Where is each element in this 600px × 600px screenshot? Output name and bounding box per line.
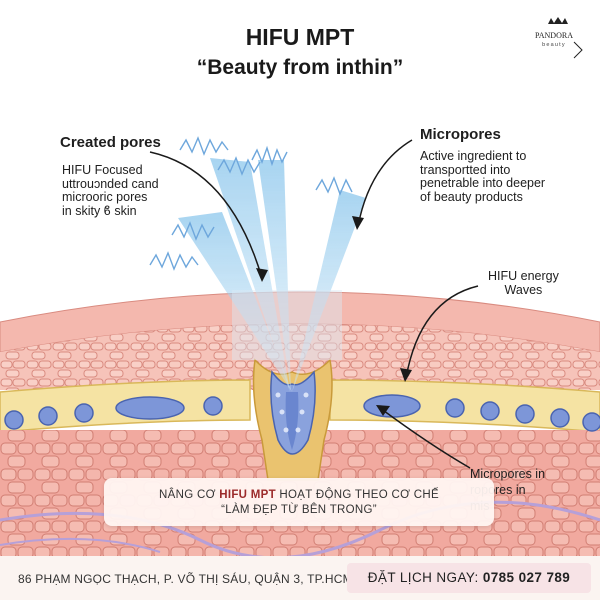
pointer-arrows (149, 139, 479, 469)
beam (178, 212, 292, 392)
booking-phone[interactable]: 0785 027 789 (482, 570, 571, 585)
address: 86 PHẠM NGỌC THẠCH, P. VÕ THỊ SÁU, QUẬN … (18, 572, 353, 586)
caption-box: NÂNG CƠ HIFU MPT HOẠT ĐỘNG THEO CƠ CHẾ “… (104, 478, 494, 526)
skin-epidermis (0, 324, 600, 390)
caption-suffix: HOẠT ĐỘNG THEO CƠ CHẾ (275, 489, 439, 501)
created-pores-body: HIFU Focused uttrouɔnded cand microoric … (62, 163, 159, 218)
follicle-dots (275, 392, 309, 433)
logo-brand: PANDORA (535, 31, 573, 40)
title-line-2: “Beauty from inthin” (196, 56, 404, 79)
caption-highlight: HIFU MPT (219, 489, 276, 501)
booking-button[interactable]: ĐẶT LỊCH NGAY: 0785 027 789 (347, 563, 591, 593)
logo-sub: beauty (542, 42, 566, 48)
pore-row-left (4, 396, 223, 430)
caption-line-2: “LÀM ĐẸP TỪ BÊN TRONG” (221, 504, 377, 516)
ultrasound-waves (149, 136, 353, 271)
title-line-1: HIFU MPT (245, 24, 355, 50)
diamond-icon (573, 41, 583, 59)
beam (292, 190, 366, 392)
vessel (0, 537, 161, 553)
created-pores-heading: Created pores (60, 134, 161, 151)
micropores-heading: Micropores (420, 126, 501, 143)
crown-icon (548, 17, 568, 24)
arrow-heads (256, 216, 412, 416)
follicle-core (285, 392, 299, 450)
beam (210, 158, 290, 392)
booking-label: ĐẶT LỊCH NGAY: (367, 570, 483, 585)
hifu-beams (178, 158, 366, 392)
pore-row-right (363, 394, 600, 432)
focus-haze (232, 290, 342, 360)
micropores-body: Active ingredient to transportted into p… (420, 149, 546, 204)
pandora-logo: PANDORA beauty (535, 17, 583, 59)
hifu-energy-label: HIFU energy Waves (488, 269, 559, 297)
caption-prefix: NÂNG CƠ (159, 489, 220, 501)
beam (258, 160, 291, 392)
